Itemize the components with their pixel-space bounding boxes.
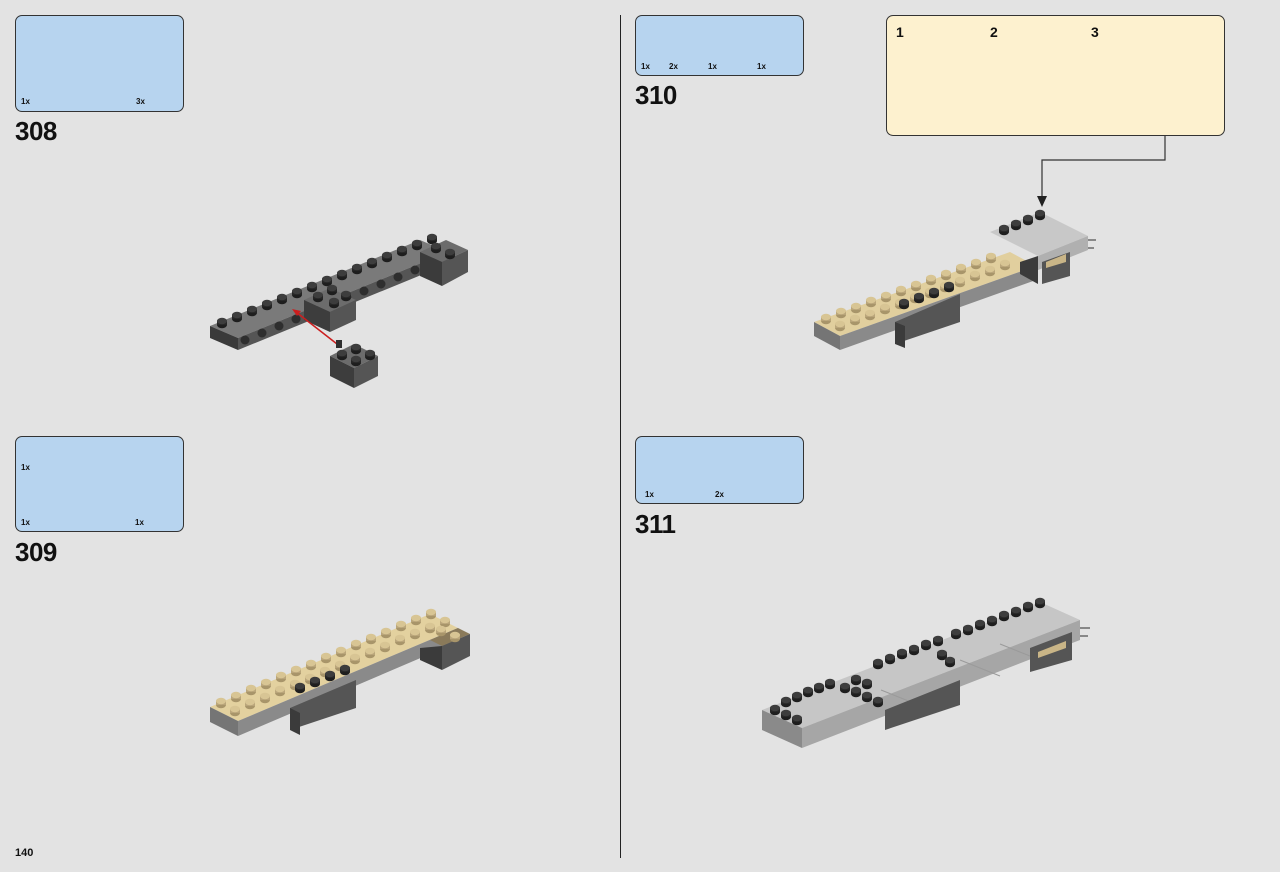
part-qty: 1x [645,490,654,499]
step-number-310: 310 [635,80,677,110]
step-311-model [762,597,1090,748]
part-qty: 1x [21,463,30,472]
callout-connector-arrow [1037,136,1166,207]
step-309-model [210,608,470,736]
substep-number: 1 [896,24,904,40]
part-qty: 3x [136,97,145,106]
step-311-parts-box: 1x 2x [635,436,804,504]
step-310-substep-callout: 1 2 3 [886,15,1225,136]
page-divider [620,15,622,858]
part-qty: 1x [135,518,144,527]
step-309-parts-box: 1x 1x 1x [15,436,184,532]
part-qty: 1x [708,62,717,71]
part-qty: 1x [21,97,30,106]
step-number-309: 309 [15,537,57,567]
substep-number: 2 [990,24,998,40]
part-qty: 1x [21,518,30,527]
step-number-311: 311 [635,509,676,539]
part-qty: 2x [669,62,678,71]
substep-number: 3 [1091,24,1099,40]
step-310-parts-box: 1x 2x 1x 1x [635,15,804,76]
part-qty: 2x [715,490,724,499]
part-qty: 1x [757,62,766,71]
step-310-model [814,209,1096,350]
step-number-308: 308 [15,116,57,146]
step-308-parts-box: 1x 3x [15,15,184,112]
step-308-model [210,233,468,388]
part-qty: 1x [641,62,650,71]
page-number: 140 [15,847,34,859]
